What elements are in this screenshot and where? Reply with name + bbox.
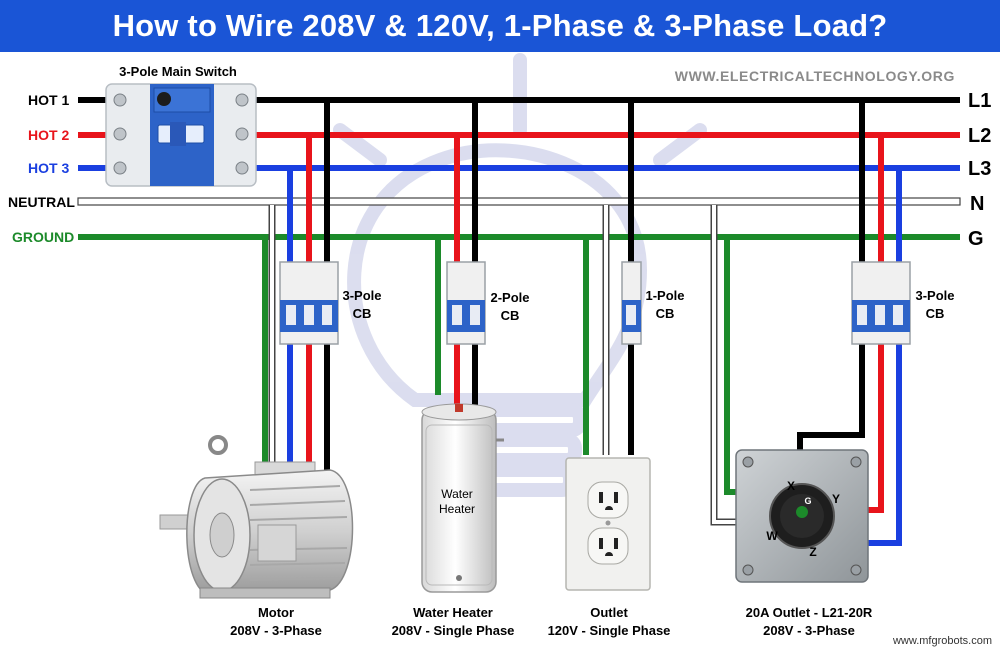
- ground-label: GROUND: [12, 229, 74, 245]
- l21-spec: 208V - 3-Phase: [763, 623, 855, 638]
- cb4-label-line2: CB: [926, 306, 945, 321]
- hot2-label: HOT 2: [28, 127, 69, 143]
- neutral-label: NEUTRAL: [8, 194, 75, 210]
- cb1-label-line1: 3-Pole: [342, 288, 381, 303]
- breaker-2pole-heater: [446, 261, 486, 345]
- main-switch-label: 3-Pole Main Switch: [119, 64, 237, 79]
- terminal-w-label: W: [766, 529, 778, 543]
- n-label: N: [970, 193, 984, 215]
- watermark-text: WWW.ELECTRICALTECHNOLOGY.ORG: [675, 68, 955, 84]
- cb3-label-line2: CB: [656, 306, 675, 321]
- cb2-label-line1: 2-Pole: [490, 290, 529, 305]
- water-heater-icon: [421, 403, 504, 593]
- breaker-3pole-l21: [851, 261, 911, 345]
- hot1-label: HOT 1: [28, 92, 69, 108]
- heater-spec: 208V - Single Phase: [392, 623, 515, 638]
- hot3-label: HOT 3: [28, 160, 69, 176]
- page-title: How to Wire 208V & 120V, 1-Phase & 3-Pha…: [0, 0, 1000, 52]
- breaker-3pole-motor: [279, 261, 339, 345]
- terminal-g-label: G: [804, 496, 811, 506]
- cb3-label-line1: 1-Pole: [645, 288, 684, 303]
- cb2-label-line2: CB: [501, 308, 520, 323]
- motor-caption: Motor: [258, 605, 294, 620]
- motor-spec: 208V - 3-Phase: [230, 623, 322, 638]
- outlet-wiring: [583, 100, 634, 455]
- neutral-bus-line: [77, 197, 961, 206]
- duplex-outlet-icon: [565, 457, 651, 591]
- outlet-spec: 120V - Single Phase: [548, 623, 671, 638]
- l1-label: L1: [968, 90, 991, 112]
- terminal-z-label: Z: [809, 545, 816, 559]
- l3-label: L3: [968, 158, 991, 180]
- g-label: G: [968, 228, 984, 250]
- outlet-caption: Outlet: [590, 605, 628, 620]
- heater-caption: Water Heater: [413, 605, 493, 620]
- terminal-y-label: Y: [832, 492, 840, 506]
- l21-caption: 20A Outlet - L21-20R: [746, 605, 873, 620]
- l21-20r-outlet-icon: [735, 449, 869, 583]
- heater-tank-text-line2: Heater: [439, 502, 475, 516]
- breaker-1pole-outlet: [621, 261, 642, 345]
- credit-text: www.mfgrobots.com: [892, 635, 992, 647]
- terminal-x-label: X: [787, 479, 795, 493]
- cb4-label-line1: 3-Pole: [915, 288, 954, 303]
- cb1-label-line2: CB: [353, 306, 372, 321]
- motor-icon: [159, 435, 354, 599]
- main-switch: [105, 83, 257, 187]
- l2-label: L2: [968, 125, 991, 147]
- heater-tank-text-line1: Water: [441, 487, 473, 501]
- bulb-watermark-icon: [333, 53, 707, 497]
